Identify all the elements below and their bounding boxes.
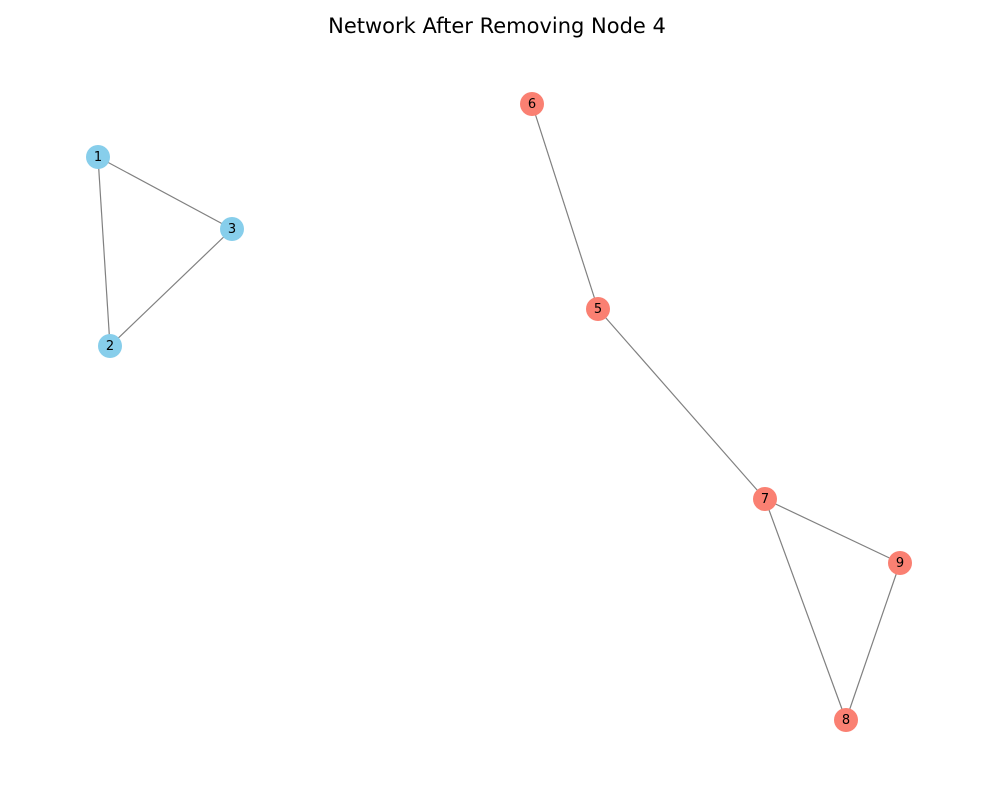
node-label-3: 3 xyxy=(228,222,236,237)
node-label-2: 2 xyxy=(106,339,114,354)
node-label-8: 8 xyxy=(842,713,850,728)
edges-layer xyxy=(97,103,901,721)
node-circle-2 xyxy=(98,334,122,358)
node-7: 7 xyxy=(753,487,777,511)
node-label-1: 1 xyxy=(94,150,102,165)
figure-title: Network After Removing Node 4 xyxy=(328,14,666,38)
node-circle-6 xyxy=(520,92,544,116)
node-circle-5 xyxy=(586,297,610,321)
node-circle-8 xyxy=(834,708,858,732)
node-label-6: 6 xyxy=(528,97,536,112)
node-1: 1 xyxy=(86,145,110,169)
node-5: 5 xyxy=(586,297,610,321)
node-circle-1 xyxy=(86,145,110,169)
edge-9-8 xyxy=(845,562,901,721)
node-label-7: 7 xyxy=(761,492,769,507)
edge-7-9 xyxy=(764,498,901,564)
edge-1-3 xyxy=(97,156,233,230)
node-6: 6 xyxy=(520,92,544,116)
node-2: 2 xyxy=(98,334,122,358)
edge-2-3 xyxy=(109,228,233,347)
node-circle-7 xyxy=(753,487,777,511)
edge-5-7 xyxy=(597,308,766,500)
node-label-9: 9 xyxy=(896,556,904,571)
edge-7-8 xyxy=(764,498,847,721)
node-8: 8 xyxy=(834,708,858,732)
edge-1-2 xyxy=(97,156,111,347)
node-label-5: 5 xyxy=(594,302,602,317)
node-3: 3 xyxy=(220,217,244,241)
node-circle-3 xyxy=(220,217,244,241)
node-circle-9 xyxy=(888,551,912,575)
nodes-layer: 1 2 3 5 6 7 8 9 xyxy=(86,92,912,732)
node-9: 9 xyxy=(888,551,912,575)
edge-6-5 xyxy=(531,103,599,310)
